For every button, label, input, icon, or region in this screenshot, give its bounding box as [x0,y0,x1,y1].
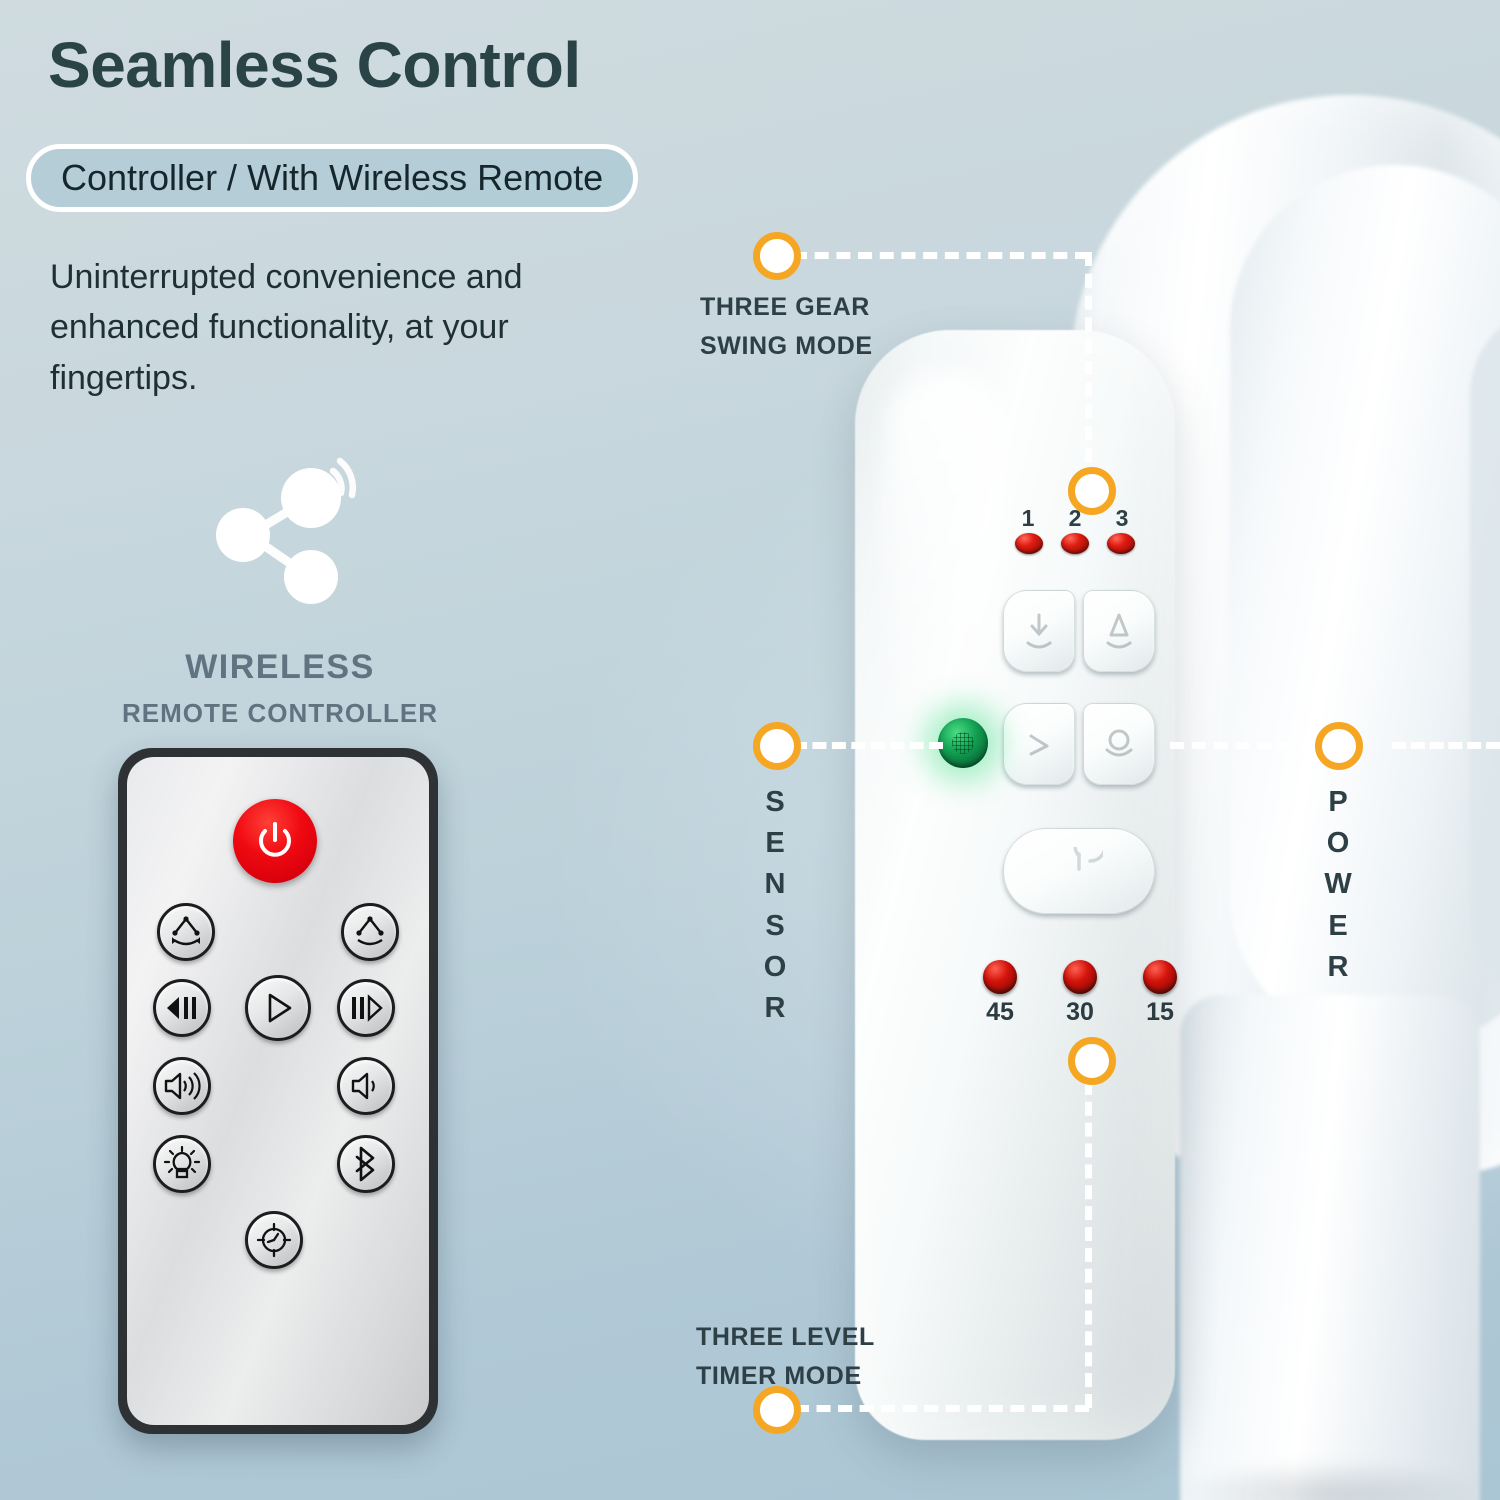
callout-1-dot-label [753,232,801,280]
power-letter-4: E [1328,909,1348,942]
page-title: Seamless Control [48,29,581,101]
wireless-remote-controller [118,748,438,1434]
smile-arc-icon [1105,729,1133,757]
sensor-letter-2: E [765,827,785,860]
volume-down-icon [351,1072,375,1100]
timer-label: 45 [986,998,1014,1026]
callout-4-label: THREE LEVEL TIMER MODE [696,1318,875,1396]
panel-highlight [885,370,1005,790]
callout-3-label-power: P O W E R [1318,782,1358,988]
callout-2-dot [753,722,801,770]
arrow-up-swing-icon [1106,613,1132,649]
speed-led-1 [1015,533,1043,554]
remote-faceplate [127,757,429,1425]
clock-timer-icon [256,1222,292,1258]
timer-led-30: 30 [1060,960,1100,1027]
panel-power-button[interactable] [1003,828,1155,914]
timer-bulb [1143,960,1177,994]
remote-swing-right-button[interactable] [341,903,399,961]
panel-swing-down-button[interactable] [1003,590,1075,672]
remote-light-button[interactable] [153,1135,211,1193]
volume-up-icon [164,1072,201,1100]
callout-1-line2: SWING MODE [700,331,873,360]
lead-paragraph: Uninterrupted convenience and enhanced f… [50,258,523,397]
speed-led-3 [1107,533,1135,554]
panel-speed-button[interactable] [1003,703,1075,785]
panel-swing-up-button[interactable] [1083,590,1155,672]
speed-level-labels: 1 2 3 [1015,505,1135,532]
callout-4-line-horizontal-bottom [795,1405,1089,1412]
sensor-letter-3: N [764,868,786,901]
remote-swing-left-button[interactable] [157,903,215,961]
fan-stem [1180,995,1480,1500]
share-nodes-wireless-icon [205,455,385,615]
prev-pause-icon [167,997,196,1019]
callout-1-line1: THREE GEAR [700,293,870,321]
swing-arc-icon [172,916,200,946]
remote-play-button[interactable] [245,975,311,1041]
timer-label: 30 [1066,998,1094,1026]
callout-1-label: THREE GEAR SWING MODE [700,288,873,366]
lightbulb-icon [163,1145,201,1179]
sensor-led-mesh [952,732,974,754]
callout-2-line-horizontal [793,742,943,749]
callout-4-line-vertical [1085,1060,1092,1408]
sensor-letter-5: O [763,950,787,983]
panel-mode-button[interactable] [1083,703,1155,785]
remote-volume-down-button[interactable] [337,1057,395,1115]
speed-label-3: 3 [1115,505,1129,531]
callout-1-dot-target [1068,467,1116,515]
sensor-letter-1: S [765,786,785,818]
sensor-led [938,718,988,768]
bluetooth-icon [355,1146,375,1182]
power-letter-1: P [1328,786,1348,818]
callout-3-line-horizontal-right [1392,742,1500,749]
swing-arc-icon [356,916,384,946]
wireless-title: WIRELESS [185,648,375,686]
timer-led-row: 45 30 15 [980,960,1180,1027]
power-icon [259,822,291,857]
fan-ring-aperture [1470,305,1500,1005]
speed-label-1: 1 [1021,505,1035,531]
pause-next-icon [352,994,383,1022]
play-icon [268,993,292,1023]
fan-drop-shadow [1180,1460,1480,1500]
callout-4-line2: TIMER MODE [696,1361,862,1390]
timer-bulb [983,960,1017,994]
remote-next-button[interactable] [337,979,395,1037]
chevron-right-icon [1029,734,1049,756]
callout-4-dot-label [753,1386,801,1434]
timer-bulb [1063,960,1097,994]
speed-led-2 [1061,533,1089,554]
callout-4-line1: THREE LEVEL [696,1323,875,1351]
callout-3-dot [1315,722,1363,770]
wireless-subtitle: REMOTE CONTROLLER [122,698,438,728]
power-letter-2: O [1326,827,1350,860]
power-letter-3: W [1324,868,1352,901]
timer-label: 15 [1146,998,1174,1026]
sensor-letter-6: R [764,991,786,1024]
power-circle-icon [1073,847,1103,871]
callout-2-label-sensor: S E N S O R [755,782,795,1029]
power-letter-5: R [1327,950,1349,983]
remote-prev-button[interactable] [153,979,211,1037]
callout-3-line-horizontal-left [1170,742,1315,749]
remote-volume-up-button[interactable] [153,1057,211,1115]
callout-4-dot-target [1068,1037,1116,1085]
remote-timer-button[interactable] [245,1211,303,1269]
callout-1-line-horizontal-top [793,252,1089,259]
remote-power-button[interactable] [233,799,317,883]
callout-1-line-vertical [1085,252,1092,484]
subtitle-pill: Controller / With Wireless Remote [26,144,639,212]
sensor-letter-4: S [765,909,785,942]
speed-led-row [1015,533,1135,554]
fan-ring-inner [1230,165,1500,1045]
timer-led-15: 15 [1140,960,1180,1027]
arrow-down-swing-icon [1026,613,1052,649]
speed-label-2: 2 [1068,505,1082,531]
remote-bluetooth-button[interactable] [337,1135,395,1193]
timer-led-45: 45 [980,960,1020,1027]
